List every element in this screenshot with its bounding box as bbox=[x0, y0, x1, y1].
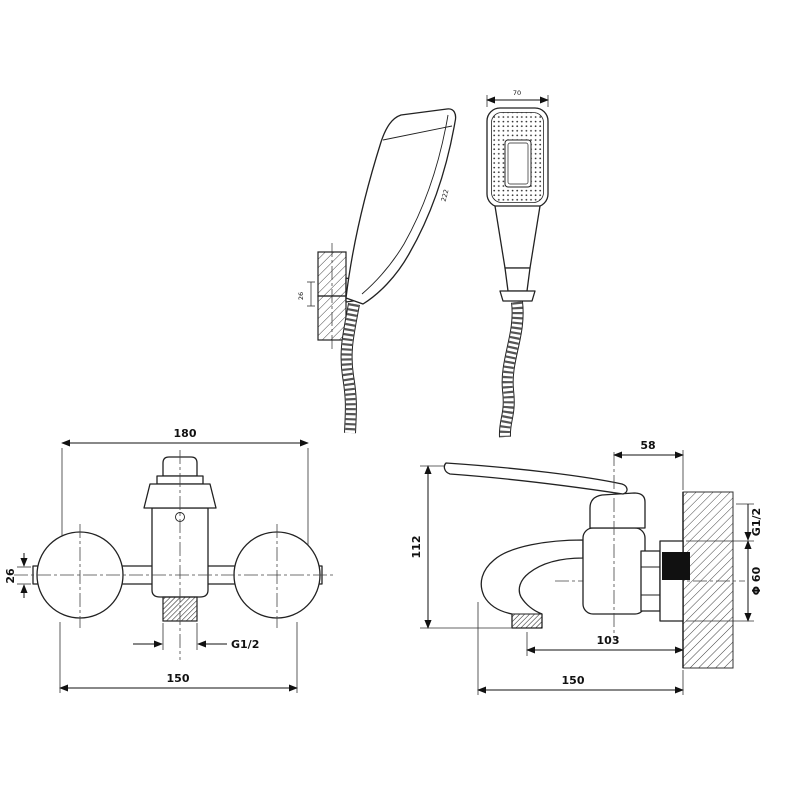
height-label: 112 bbox=[410, 536, 423, 559]
inlet-thread-label: G1/2 bbox=[750, 508, 763, 536]
wall-offset-label: 58 bbox=[640, 439, 655, 452]
inlet-connection bbox=[662, 552, 690, 580]
outlet-thread-label: G1/2 bbox=[231, 638, 259, 651]
mixer-side-view: 58 112 103 150 G1/2 Φ 60 bbox=[410, 439, 763, 695]
shower-hose-right bbox=[498, 301, 524, 438]
shower-hose-left bbox=[340, 302, 360, 434]
handle-knob bbox=[162, 456, 198, 477]
handset-length-label: 222 bbox=[440, 188, 451, 202]
head-width-label: 70 bbox=[513, 89, 521, 97]
mixer-front-view: 180 26 G1/2 150 bbox=[4, 427, 334, 693]
wall-nut bbox=[640, 550, 661, 612]
tube-diameter-label: 26 bbox=[4, 568, 17, 584]
mounting-distance-label: 150 bbox=[167, 672, 190, 685]
bracket-size-label: 26 bbox=[297, 292, 305, 300]
wall-section bbox=[682, 491, 734, 669]
spout-outlet-side bbox=[511, 613, 543, 629]
lever-handle bbox=[443, 462, 628, 495]
cartridge-cap bbox=[589, 492, 646, 529]
depth-label: 150 bbox=[562, 674, 585, 687]
spout-reach-label: 103 bbox=[597, 634, 620, 647]
escutcheon-diameter-label: Φ 60 bbox=[750, 566, 763, 595]
handset-front-view: 70 bbox=[486, 89, 549, 302]
front-width-label: 180 bbox=[174, 427, 197, 440]
handset-side-view: 222 bbox=[345, 108, 457, 305]
